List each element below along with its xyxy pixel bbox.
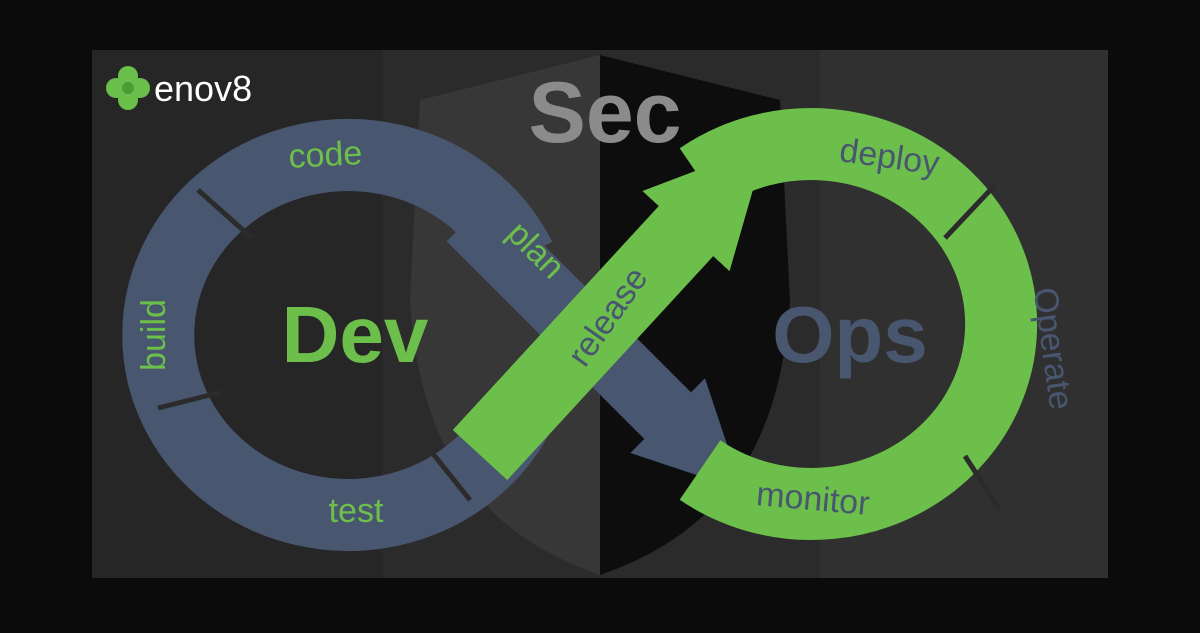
- stage-test: test: [329, 492, 384, 530]
- ops-label: Ops: [772, 290, 928, 379]
- release-arrow-band: [452, 144, 767, 481]
- stage-build: build: [135, 299, 173, 371]
- ops-ring-gap-top: [943, 183, 997, 240]
- stage-code: code: [288, 134, 364, 176]
- dev-loop-ring: [122, 119, 553, 551]
- clover-icon: [106, 66, 150, 110]
- ops-ring-gap-bottom: [962, 454, 1003, 512]
- logo-text: enov8: [154, 68, 252, 109]
- dev-ring-gap-left: [157, 389, 223, 411]
- enov8-logo: enov8: [106, 66, 252, 110]
- dev-label: Dev: [282, 290, 429, 379]
- dev-ring-gap-bottom: [428, 448, 472, 502]
- dev-ring-gap-top: [196, 188, 254, 240]
- sec-label: Sec: [528, 65, 681, 161]
- ops-loop-ring: [679, 108, 1038, 540]
